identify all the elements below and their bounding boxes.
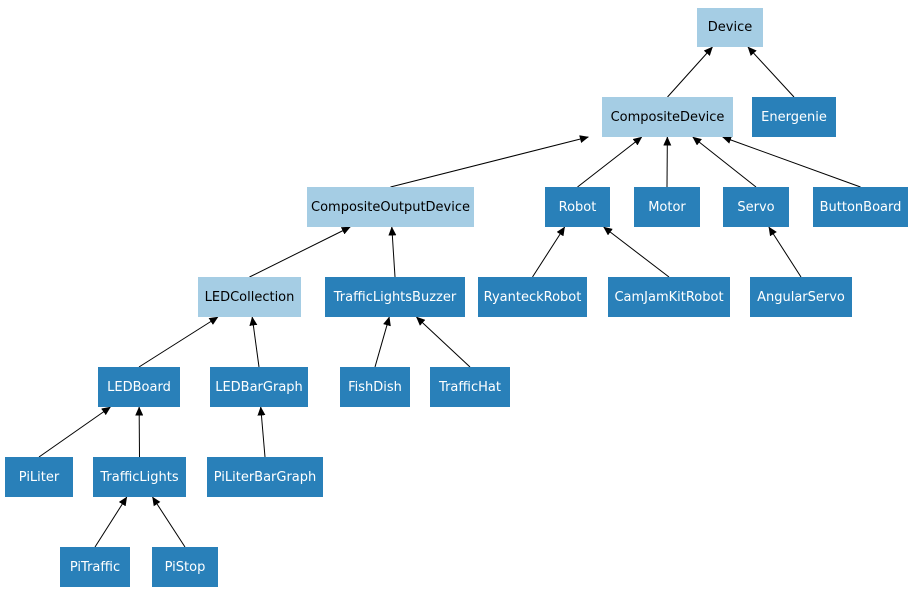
inheritance-edge-camjamkitrobot-to-robot <box>603 226 670 278</box>
class-node-label: TrafficLightsBuzzer <box>333 289 457 305</box>
inheritance-edge-buttonboard-to-compositedevice <box>722 136 861 188</box>
inheritance-edge-fishdish-to-trafficlightsbuzzer <box>374 316 391 368</box>
class-node-motor[interactable]: Motor <box>634 187 700 227</box>
inheritance-edge-ledcollection-to-compositeoutputdevice <box>249 226 351 278</box>
inheritance-edge-trafficlightsbuzzer-to-compositeoutputdevice <box>388 226 397 278</box>
class-node-ryanteckrobot[interactable]: RyanteckRobot <box>478 277 587 317</box>
inheritance-edge-traffichat-to-trafficlightsbuzzer <box>416 316 471 368</box>
class-node-device[interactable]: Device <box>697 8 763 47</box>
inheritance-edge-robot-to-compositedevice <box>577 136 643 188</box>
class-node-label: PiLiter <box>18 469 60 485</box>
class-node-label: ButtonBoard <box>819 199 902 215</box>
class-node-ledboard[interactable]: LEDBoard <box>98 367 180 407</box>
class-node-piliter[interactable]: PiLiter <box>5 457 73 497</box>
class-node-traffichat[interactable]: TrafficHat <box>430 367 510 407</box>
class-node-pitraffic[interactable]: PiTraffic <box>60 547 130 587</box>
class-node-piliterbargraph[interactable]: PiLiterBarGraph <box>207 457 323 497</box>
class-node-energenie[interactable]: Energenie <box>752 97 836 137</box>
inheritance-edge-compositeoutputdevice-to-compositedevice <box>390 135 589 188</box>
class-node-angularservo[interactable]: AngularServo <box>750 277 852 317</box>
class-node-ledcollection[interactable]: LEDCollection <box>198 277 301 317</box>
inheritance-edge-compositedevice-to-device <box>667 46 713 98</box>
inheritance-edge-ledboard-to-ledcollection <box>138 316 219 368</box>
class-node-label: PiTraffic <box>69 559 121 575</box>
class-node-servo[interactable]: Servo <box>723 187 789 227</box>
class-node-camjamkitrobot[interactable]: CamJamKitRobot <box>608 277 730 317</box>
class-node-pistop[interactable]: PiStop <box>152 547 218 587</box>
inheritance-edge-pitraffic-to-trafficlights <box>94 496 128 548</box>
class-node-label: CompositeDevice <box>610 109 725 125</box>
class-node-ledbargraph[interactable]: LEDBarGraph <box>210 367 308 407</box>
class-node-compositeoutputdevice[interactable]: CompositeOutputDevice <box>307 187 474 227</box>
inheritance-edge-angularservo-to-servo <box>768 226 802 278</box>
class-node-buttonboard[interactable]: ButtonBoard <box>813 187 908 227</box>
class-node-robot[interactable]: Robot <box>545 187 610 227</box>
class-node-label: Device <box>707 20 753 35</box>
class-node-label: CompositeOutputDevice <box>311 199 470 215</box>
class-node-label: LEDBoard <box>107 379 171 395</box>
class-node-label: FishDish <box>348 379 402 395</box>
class-node-label: LEDBarGraph <box>215 379 303 395</box>
class-node-label: TrafficLights <box>100 469 179 485</box>
inheritance-edge-pistop-to-trafficlights <box>152 496 186 548</box>
class-node-label: Servo <box>737 199 775 215</box>
class-node-trafficlights[interactable]: TrafficLights <box>93 457 186 497</box>
inheritance-edge-piliter-to-ledboard <box>38 406 111 458</box>
inheritance-edge-ledbargraph-to-ledcollection <box>249 316 260 368</box>
class-node-fishdish[interactable]: FishDish <box>340 367 410 407</box>
class-node-trafficlightsbuzzer[interactable]: TrafficLightsBuzzer <box>325 277 465 317</box>
inheritance-edge-servo-to-compositedevice <box>692 136 757 188</box>
class-node-label: PiStop <box>164 559 206 575</box>
class-node-label: RyanteckRobot <box>483 289 582 305</box>
class-node-compositedevice[interactable]: CompositeDevice <box>602 97 733 137</box>
inheritance-edge-energenie-to-device <box>747 46 795 98</box>
class-node-label: PiLiterBarGraph <box>213 469 317 485</box>
class-node-label: LEDCollection <box>204 289 295 305</box>
class-node-label: AngularServo <box>757 289 845 305</box>
class-node-label: CamJamKitRobot <box>614 289 724 305</box>
inheritance-edge-ryanteckrobot-to-robot <box>532 226 566 278</box>
class-node-label: Robot <box>558 199 597 215</box>
inheritance-edge-piliterbargraph-to-ledbargraph <box>257 406 266 458</box>
class-node-label: Motor <box>648 199 686 215</box>
class-node-label: TrafficHat <box>439 379 501 395</box>
class-node-label: Energenie <box>761 109 827 125</box>
